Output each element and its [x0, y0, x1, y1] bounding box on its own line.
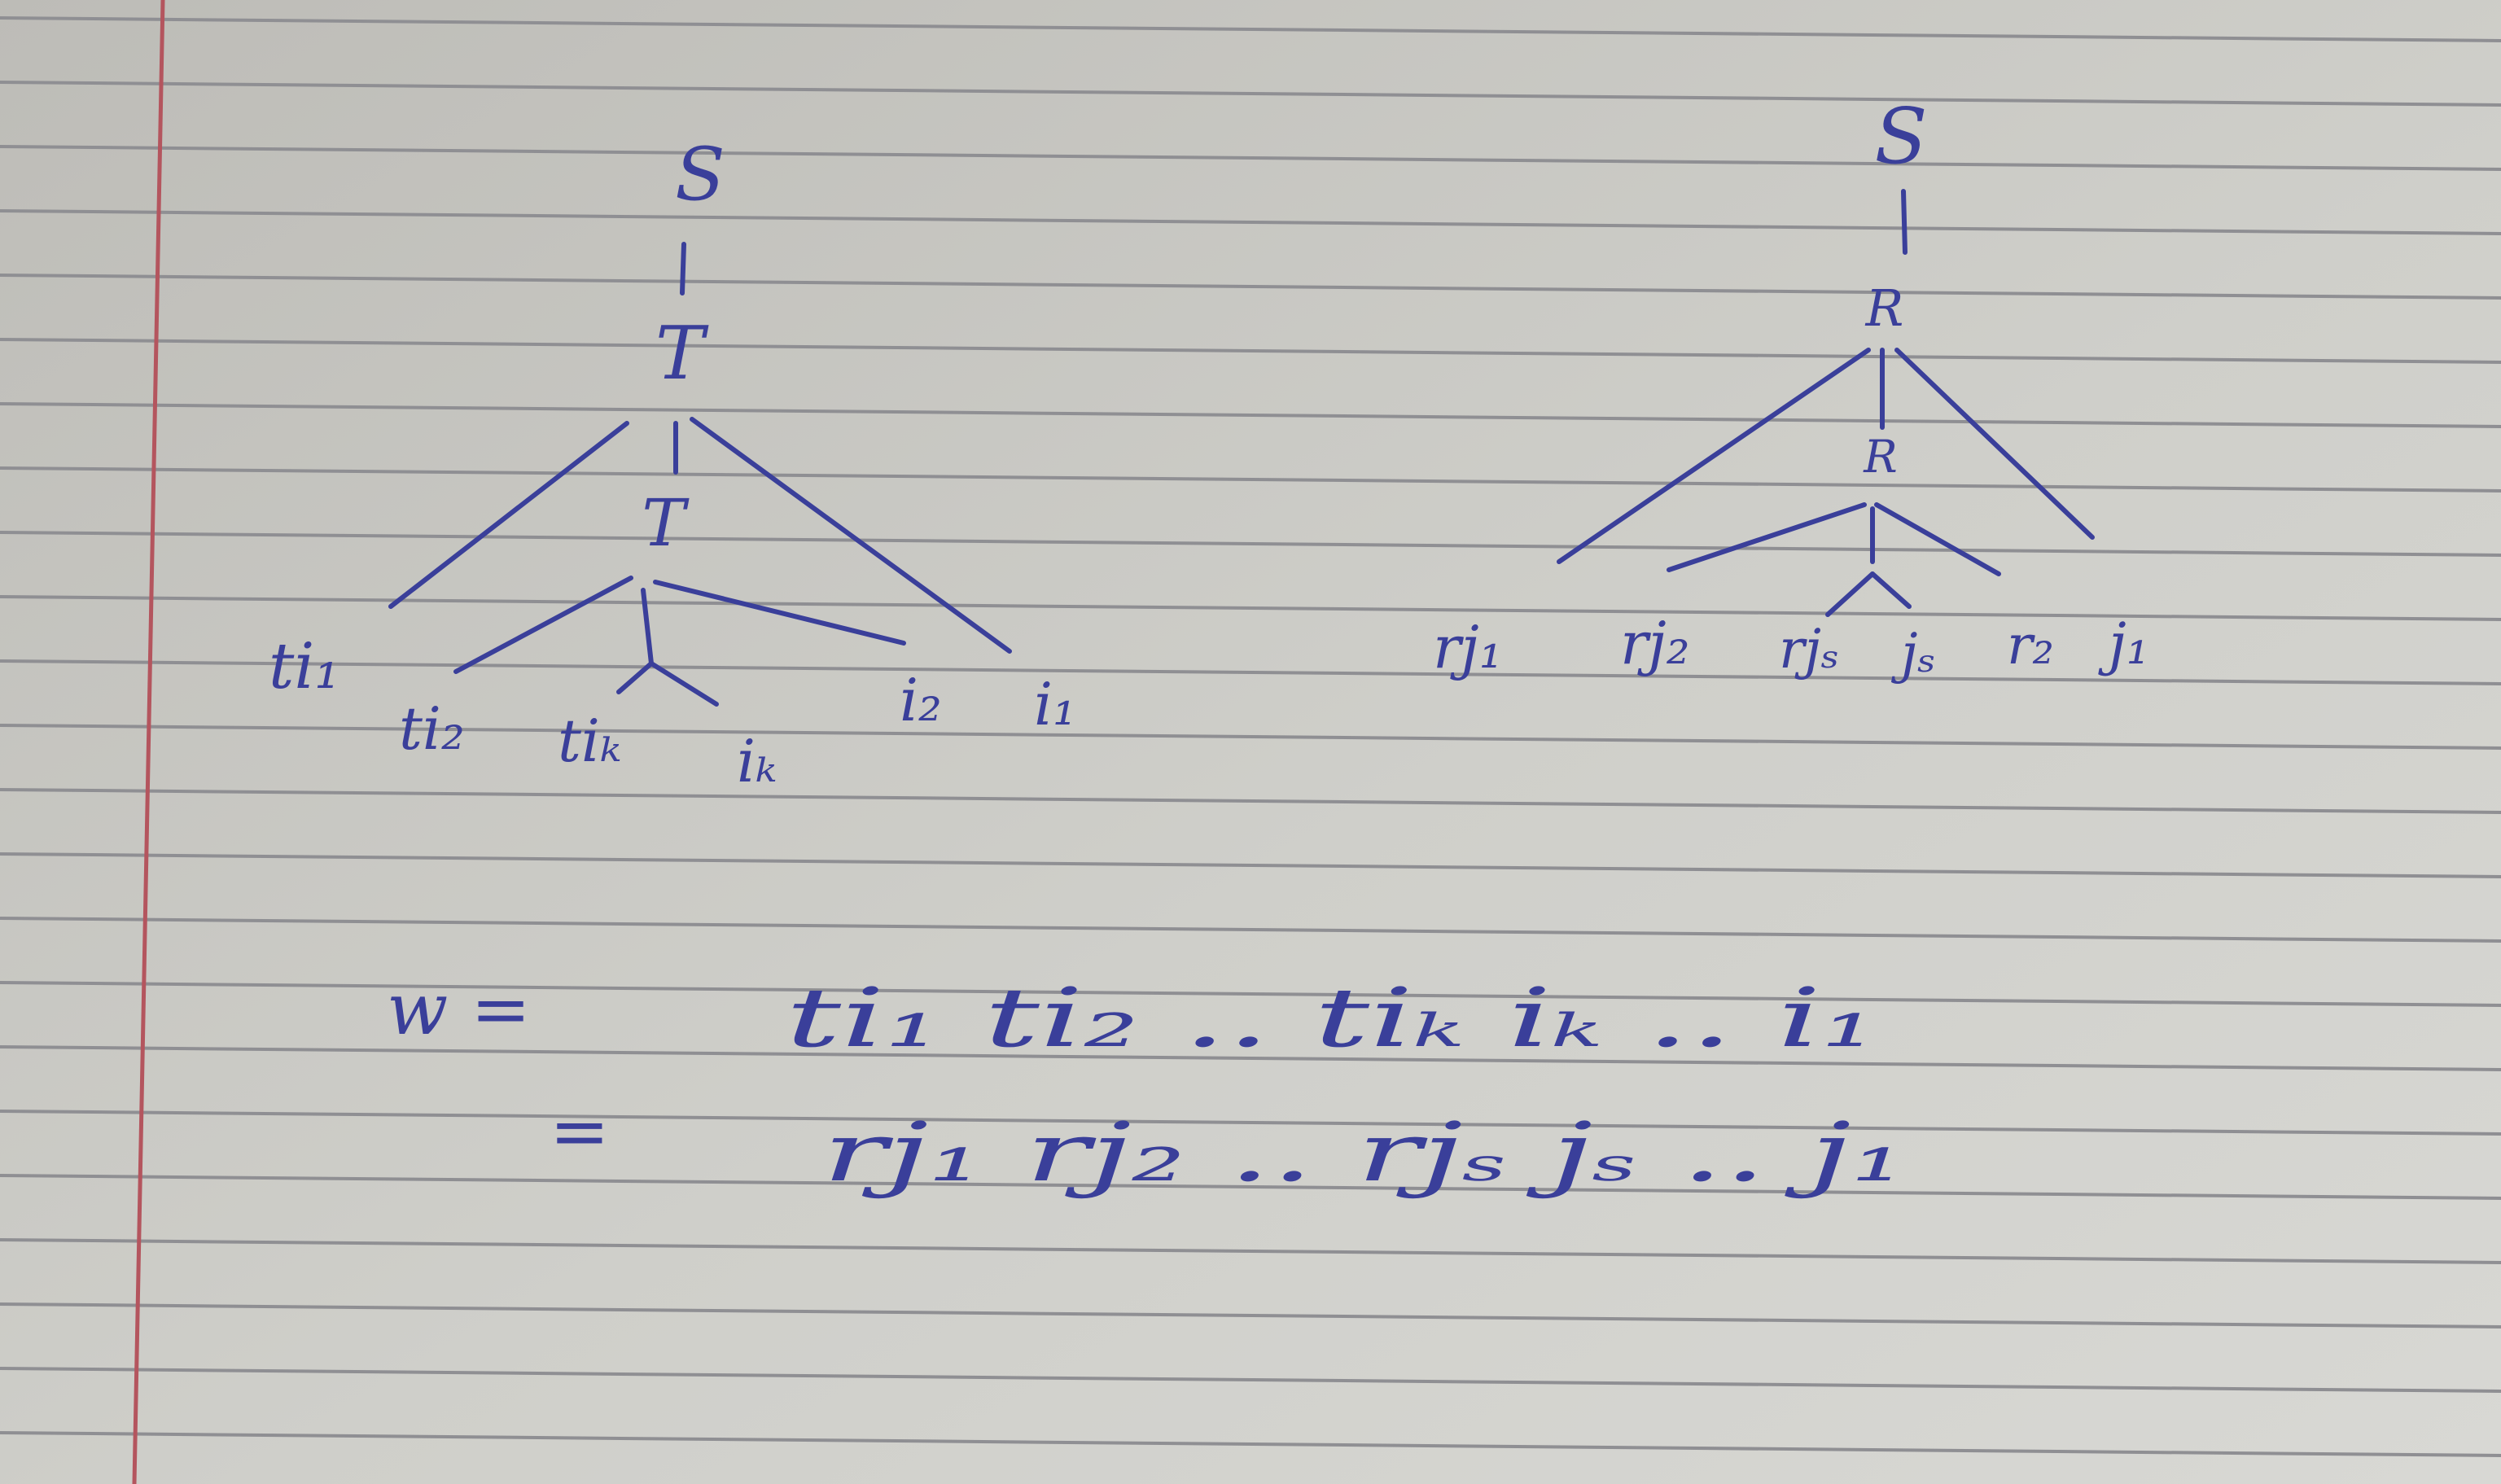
ruled-line [0, 209, 2501, 235]
ruled-line [0, 338, 2501, 364]
ruled-lines [0, 16, 2501, 1457]
ruled-line [0, 1110, 2501, 1136]
ruled-line [0, 724, 2501, 750]
right-edge-outer-right [1894, 348, 2095, 540]
ruled-line [0, 81, 2501, 107]
right-leaf-5: r₂ [2007, 614, 2054, 676]
right-parse-tree: S R R rj₁ rj₂ rjₛ jₛ r₂ j₁ [1433, 92, 2149, 685]
left-leaf-2: ti₂ [399, 694, 465, 763]
right-leaf-3: rjₛ [1779, 618, 1839, 681]
ruled-line [0, 1238, 2501, 1264]
left-leaf-4: iₖ [737, 727, 777, 795]
left-edge-fork-left [616, 661, 654, 694]
margin-line [132, 0, 165, 1484]
left-parse-tree: S T T ti₁ ti₂ tiₖ iₖ i₂ i₁ [269, 132, 1076, 795]
left-edge-outer-left [388, 421, 629, 609]
left-edge-inner-right [653, 580, 906, 646]
left-leaf-1: ti₁ [269, 630, 340, 703]
ruled-line [0, 981, 2501, 1007]
right-edge-inner-left [1667, 502, 1867, 572]
right-edge-fork-right [1870, 571, 1912, 609]
ruled-line [0, 595, 2501, 621]
ruled-line [0, 659, 2501, 685]
right-node-2-label: R [1863, 431, 1897, 483]
right-edge-outer-left [1557, 348, 1871, 564]
equation-2-rhs: rj₁ rj₂ .. rjₛ jₛ .. j₁ [822, 1105, 1905, 1200]
left-root-label: S [675, 132, 725, 217]
ruled-line [0, 1302, 2501, 1329]
ruled-line [0, 788, 2501, 814]
right-leaf-1: rj₁ [1433, 613, 1503, 681]
ruled-line [0, 145, 2501, 171]
ruled-line [0, 917, 2501, 943]
ruled-line [0, 531, 2501, 557]
ruled-line [0, 466, 2501, 492]
right-leaf-2: rj₂ [1620, 609, 1690, 677]
ruled-line [0, 402, 2501, 428]
left-edge-inner-left [453, 576, 633, 674]
equations: w = ti₁ ti₂ .. tiₖ iₖ .. i₁ = rj₁ rj₂ ..… [387, 967, 1905, 1200]
right-node-1-label: R [1865, 278, 1904, 338]
ruled-line [0, 16, 2501, 42]
ruled-line [0, 852, 2501, 878]
left-leaf-3: tiₖ [558, 707, 621, 775]
ruled-line [0, 274, 2501, 300]
equation-2-lhs: = [550, 1089, 610, 1173]
left-leaf-5: i₂ [900, 666, 942, 734]
left-node-2-label: T [642, 485, 690, 561]
ruled-line [0, 1431, 2501, 1457]
right-edge-root-r [1901, 189, 1908, 255]
left-edge-outer-right [690, 417, 1012, 654]
left-node-1-label: T [655, 311, 709, 396]
ruled-line [0, 1045, 2501, 1071]
right-edge-fork-left [1825, 571, 1875, 617]
left-leaf-6: i₁ [1034, 670, 1076, 738]
right-root-label: S [1874, 92, 1927, 182]
right-edge-inner-right [1874, 502, 2001, 576]
equation-1-lhs: w = [387, 967, 531, 1051]
equation-1-rhs: ti₁ ti₂ .. tiₖ iₖ .. i₁ [786, 970, 1877, 1066]
left-edge-root-t [680, 242, 686, 295]
ruled-line [0, 1367, 2501, 1393]
ruled-line [0, 1174, 2501, 1200]
left-edge-inner-mid [641, 588, 654, 666]
left-edge-fork-right [649, 661, 719, 707]
